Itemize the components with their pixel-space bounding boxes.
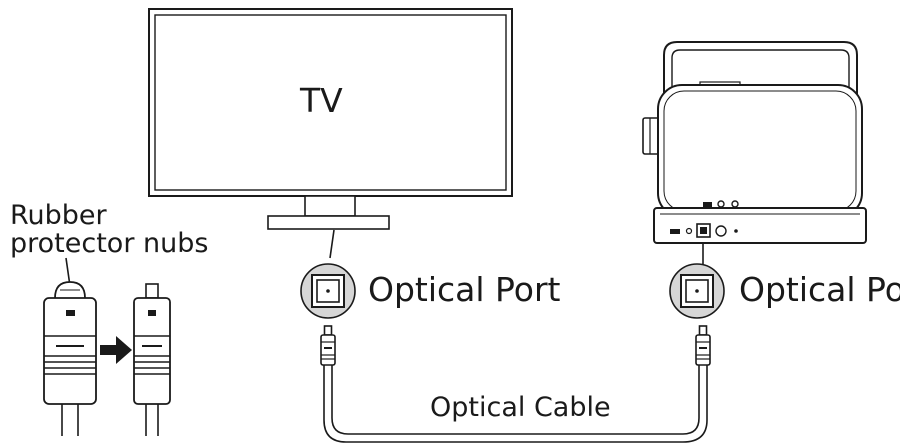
- speaker-base-station-icon: [642, 41, 867, 264]
- optical-cable-icon: [320, 325, 711, 443]
- optical-port-icon-right: [669, 263, 725, 319]
- rubber-label-line2: protector nubs: [10, 228, 208, 259]
- tv-icon: [148, 8, 513, 259]
- tv-label: TV: [299, 81, 343, 120]
- rubber-label-line1: Rubber: [10, 200, 108, 231]
- arrow-right-icon: [100, 336, 132, 364]
- optical-cable-label: Optical Cable: [430, 392, 611, 423]
- optical-plug-with-cap-icon: [43, 281, 97, 436]
- optical-port-label-right: Optical Port: [739, 270, 900, 309]
- optical-plug-without-cap-icon: [133, 283, 171, 436]
- optical-port-icon-left: [300, 263, 356, 319]
- optical-port-label-left: Optical Port: [368, 270, 561, 309]
